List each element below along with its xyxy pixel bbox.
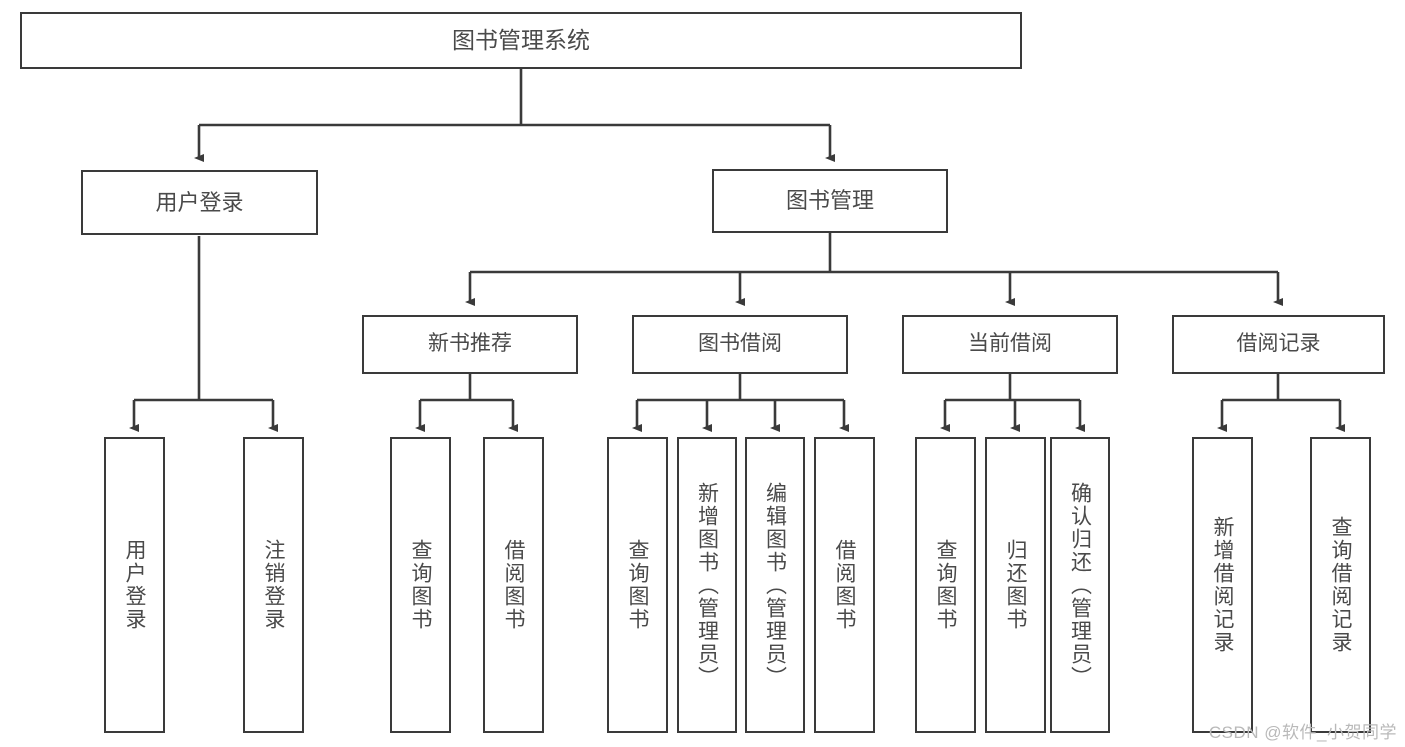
node-book-management[interactable]: 图书管理 xyxy=(712,169,948,233)
leaf-records-add-record[interactable]: 新增借阅记录 xyxy=(1192,437,1253,733)
node-new-book-recommend[interactable]: 新书推荐 xyxy=(362,315,578,374)
node-new-book-recommend-label: 新书推荐 xyxy=(428,332,512,356)
node-book-borrow[interactable]: 图书借阅 xyxy=(632,315,848,374)
leaf-label: 确认归还（管理员） xyxy=(1068,481,1092,689)
leaf-label: 编辑图书（管理员） xyxy=(763,481,787,689)
leaf-label: 归还图书 xyxy=(1004,539,1027,631)
node-root-label: 图书管理系统 xyxy=(452,27,590,54)
leaf-label: 查询图书 xyxy=(409,539,432,631)
node-borrow-records[interactable]: 借阅记录 xyxy=(1172,315,1385,374)
node-current-borrow-label: 当前借阅 xyxy=(968,332,1052,356)
leaf-borrow-borrow-book[interactable]: 借阅图书 xyxy=(814,437,875,733)
leaf-label: 用户登录 xyxy=(123,539,146,631)
node-current-borrow[interactable]: 当前借阅 xyxy=(902,315,1118,374)
leaf-recommend-query-book[interactable]: 查询图书 xyxy=(390,437,451,733)
node-book-borrow-label: 图书借阅 xyxy=(698,332,782,356)
leaf-label: 新增借阅记录 xyxy=(1211,516,1234,654)
leaf-label: 查询借阅记录 xyxy=(1329,516,1352,654)
leaf-user-login-signin[interactable]: 用户登录 xyxy=(104,437,165,733)
node-borrow-records-label: 借阅记录 xyxy=(1236,332,1321,356)
leaf-current-confirm-return[interactable]: 确认归还（管理员） xyxy=(1050,437,1110,733)
leaf-recommend-borrow-book[interactable]: 借阅图书 xyxy=(483,437,544,733)
leaf-label: 查询图书 xyxy=(934,539,957,631)
leaf-borrow-query-book[interactable]: 查询图书 xyxy=(607,437,668,733)
node-root[interactable]: 图书管理系统 xyxy=(20,12,1022,69)
leaf-label: 注销登录 xyxy=(262,539,285,631)
leaf-label: 查询图书 xyxy=(626,539,649,631)
node-user-login-label: 用户登录 xyxy=(155,189,244,215)
leaf-borrow-edit-book[interactable]: 编辑图书（管理员） xyxy=(745,437,805,733)
leaf-borrow-add-book[interactable]: 新增图书（管理员） xyxy=(677,437,737,733)
leaf-user-login-signout[interactable]: 注销登录 xyxy=(243,437,304,733)
leaf-label: 新增图书（管理员） xyxy=(695,481,719,689)
node-book-management-label: 图书管理 xyxy=(785,188,874,214)
leaf-label: 借阅图书 xyxy=(833,539,856,631)
leaf-current-query-book[interactable]: 查询图书 xyxy=(915,437,976,733)
leaf-records-query-record[interactable]: 查询借阅记录 xyxy=(1310,437,1371,733)
leaf-label: 借阅图书 xyxy=(502,539,525,631)
node-user-login[interactable]: 用户登录 xyxy=(81,170,318,235)
watermark: CSDN @软件_小贺同学 xyxy=(1208,723,1397,742)
leaf-current-return-book[interactable]: 归还图书 xyxy=(985,437,1046,733)
